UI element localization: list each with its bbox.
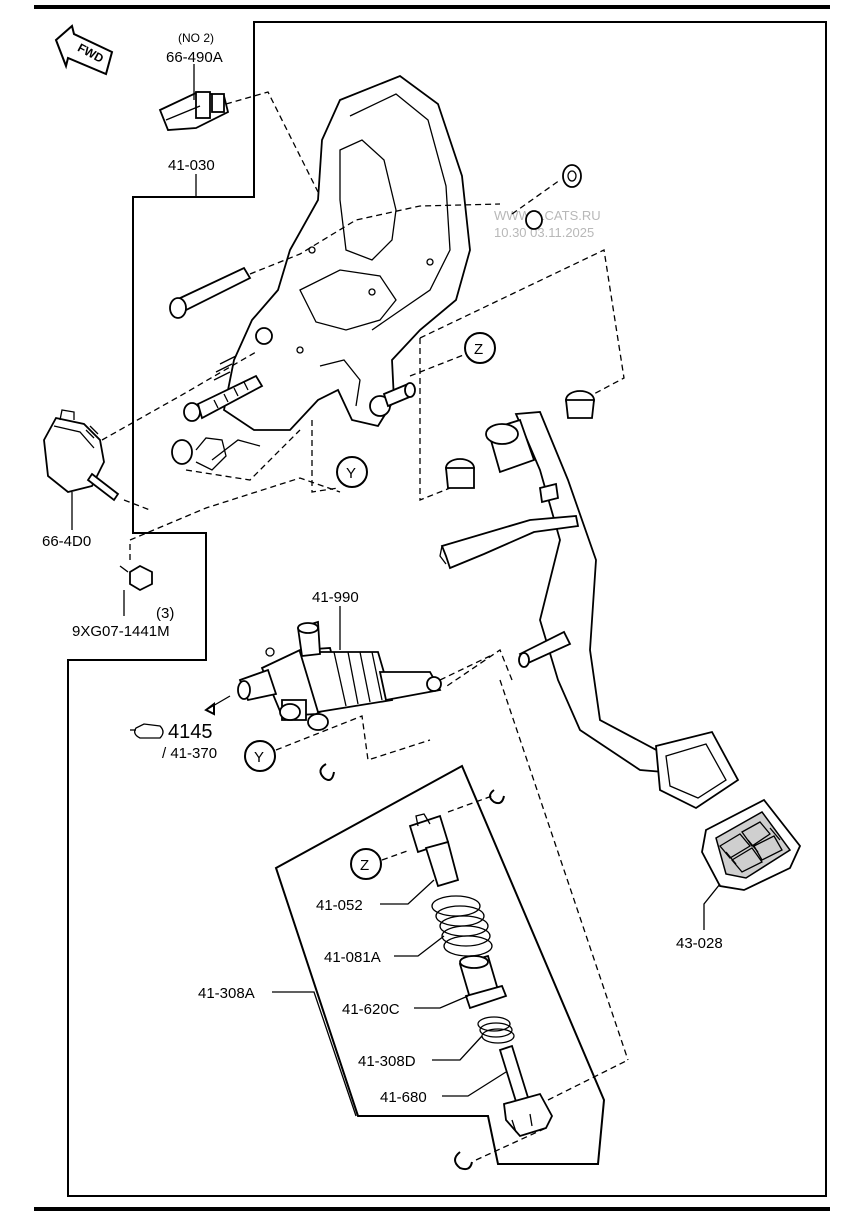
sleeve-41-620C xyxy=(458,954,508,1010)
label-66-490A: 66-490A xyxy=(166,49,223,66)
label-41-030: 41-030 xyxy=(168,157,215,174)
bushing-right xyxy=(564,390,596,419)
switch-66-490A xyxy=(158,91,230,131)
ref-z-upper-label: Z xyxy=(474,341,483,358)
label-9XG07-1441M: 9XG07-1441M xyxy=(72,623,170,640)
label-41-620C: 41-620C xyxy=(342,1001,400,1018)
ref-y-upper-label: Y xyxy=(346,465,356,482)
pedal-arm xyxy=(514,411,740,810)
arm-pin-upper xyxy=(538,482,560,504)
bushing-left xyxy=(445,458,475,489)
master-cylinder-41-990 xyxy=(237,620,442,731)
label-66-4D0: 66-4D0 xyxy=(42,533,91,550)
label-41-990: 41-990 xyxy=(312,589,359,606)
ref-y-lower-label: Y xyxy=(254,749,264,766)
ref-z-lower-label: Z xyxy=(360,857,369,874)
watermark-line-2: 10.30 03.11.2025 xyxy=(494,225,594,240)
ref-z-lower: Z xyxy=(350,848,382,880)
bracket-clip xyxy=(171,437,261,471)
label-41-308A: 41-308A xyxy=(198,985,255,1002)
rod-41-680 xyxy=(498,1044,554,1138)
label-qty-3: (3) xyxy=(156,605,174,622)
bushing-large xyxy=(485,418,536,474)
ref-4145-icon xyxy=(130,723,164,739)
pedal-pad-43-028 xyxy=(701,798,802,891)
label-41-081A: 41-081A xyxy=(324,949,381,966)
fwd-arrow-icon: FWD xyxy=(54,24,114,76)
assembly-box-41-308A xyxy=(274,764,606,1165)
watermark-line-1: WWW.ILCATS.RU xyxy=(494,208,601,223)
snap-clip-box xyxy=(489,789,505,805)
label-4145: 4145 xyxy=(168,721,213,743)
snap-clip-lower xyxy=(319,763,335,781)
clevis-pin xyxy=(382,382,416,408)
ref-y-upper: Y xyxy=(336,456,368,488)
arm-pin-lower xyxy=(518,630,572,668)
lever-plate xyxy=(439,515,580,570)
label-43-028: 43-028 xyxy=(676,935,723,952)
switch-66-4D0 xyxy=(43,409,120,502)
bottom-rule xyxy=(34,1207,830,1211)
pivot-pin xyxy=(169,266,252,319)
bolt-9XG07 xyxy=(119,564,153,592)
pedal-bracket-41-030 xyxy=(213,74,471,431)
label-no2: (NO 2) xyxy=(178,31,214,45)
snap-clip-bottom xyxy=(454,1151,473,1171)
bracket-bolt xyxy=(183,374,264,422)
frame-outline xyxy=(67,21,827,1197)
nut-top xyxy=(525,210,543,230)
label-41-308D: 41-308D xyxy=(358,1053,416,1070)
spring-41-081A xyxy=(431,895,493,957)
label-41-370: / 41-370 xyxy=(162,745,217,762)
washer-top xyxy=(562,164,582,188)
label-41-680: 41-680 xyxy=(380,1089,427,1106)
spring-41-308D xyxy=(477,1016,515,1044)
label-41-052: 41-052 xyxy=(316,897,363,914)
top-rule xyxy=(34,5,830,9)
pushrod-41-052 xyxy=(408,813,460,888)
ref-z-upper: Z xyxy=(464,332,496,364)
ref-y-lower: Y xyxy=(244,740,276,772)
